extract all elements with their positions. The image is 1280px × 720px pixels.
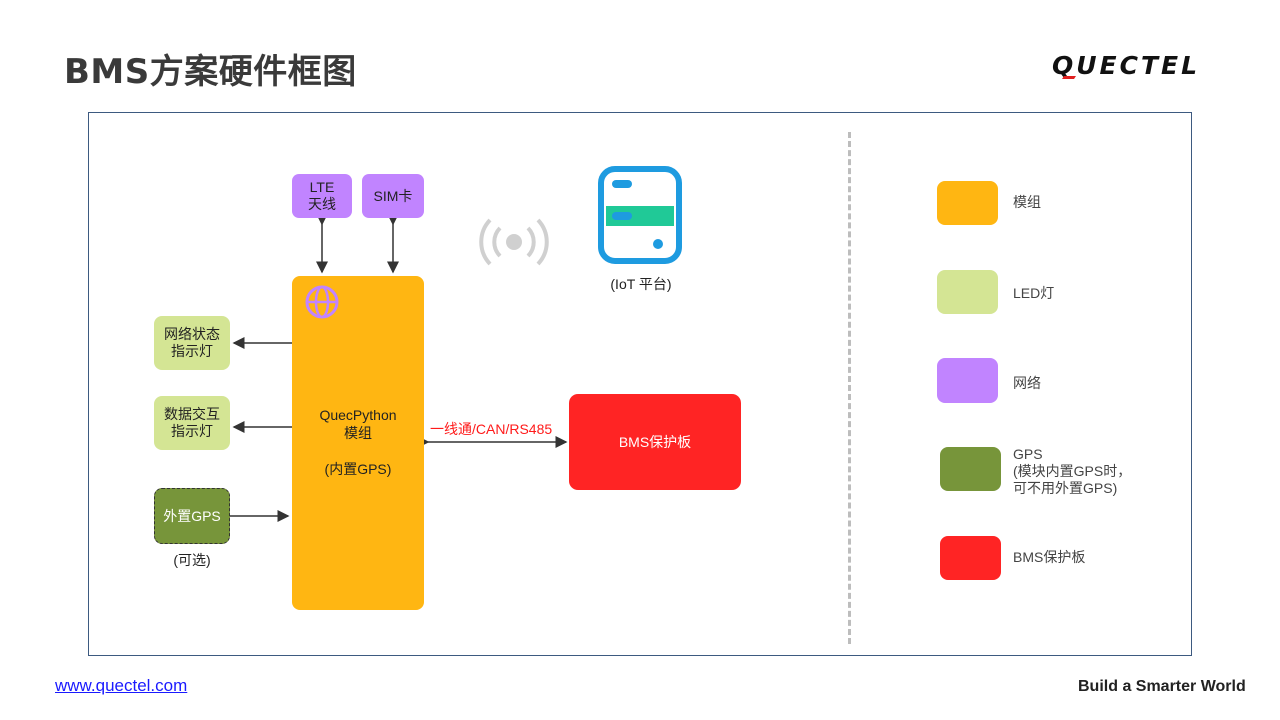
legend-swatch-gps — [940, 447, 1001, 491]
legend-label-gps: GPS (模块内置GPS时， 可不用外置GPS) — [1013, 446, 1132, 496]
data-led-node: 数据交互 指示灯 — [154, 396, 230, 450]
iot-platform-icon — [598, 166, 682, 264]
module-label: QuecPython 模组 (内置GPS) — [292, 406, 424, 478]
sim-card-node: SIM卡 — [362, 174, 424, 218]
iot-platform-caption: (IoT 平台) — [610, 276, 672, 292]
legend-label-bms: BMS保护板 — [1013, 549, 1086, 565]
module-sub: 模组 — [344, 425, 372, 441]
module-bms-edge-label: 一线通/CAN/RS485 — [430, 421, 553, 437]
wireless-signal-icon — [479, 218, 549, 266]
net-status-led-node: 网络状态 指示灯 — [154, 316, 230, 370]
legend-swatch-led — [937, 270, 998, 314]
globe-icon — [305, 285, 339, 319]
module-name: QuecPython — [319, 407, 397, 423]
external-gps-node: 外置GPS — [154, 488, 230, 544]
legend-label-module: 模组 — [1013, 194, 1041, 210]
bms-board-node: BMS保护板 — [569, 394, 741, 490]
module-note: (内置GPS) — [324, 461, 392, 477]
quectel-logo: QUECTEL — [1050, 50, 1242, 80]
diagram-frame — [88, 112, 1192, 656]
external-gps-caption: (可选) — [173, 552, 211, 568]
footer-slogan: Build a Smarter World — [1078, 678, 1246, 695]
logo-text: QUECTEL — [1052, 51, 1200, 80]
quecpython-module-node — [292, 276, 424, 610]
legend-divider — [848, 132, 851, 644]
legend-swatch-network — [937, 358, 998, 403]
legend-swatch-bms — [940, 536, 1001, 580]
page-title: BMS方案硬件框图 — [64, 52, 357, 92]
legend-label-network: 网络 — [1013, 375, 1041, 391]
legend-label-led: LED灯 — [1013, 285, 1055, 301]
lte-antenna-node: LTE 天线 — [292, 174, 352, 218]
legend-swatch-module — [937, 181, 998, 225]
footer-website-link[interactable]: www.quectel.com — [55, 676, 188, 695]
